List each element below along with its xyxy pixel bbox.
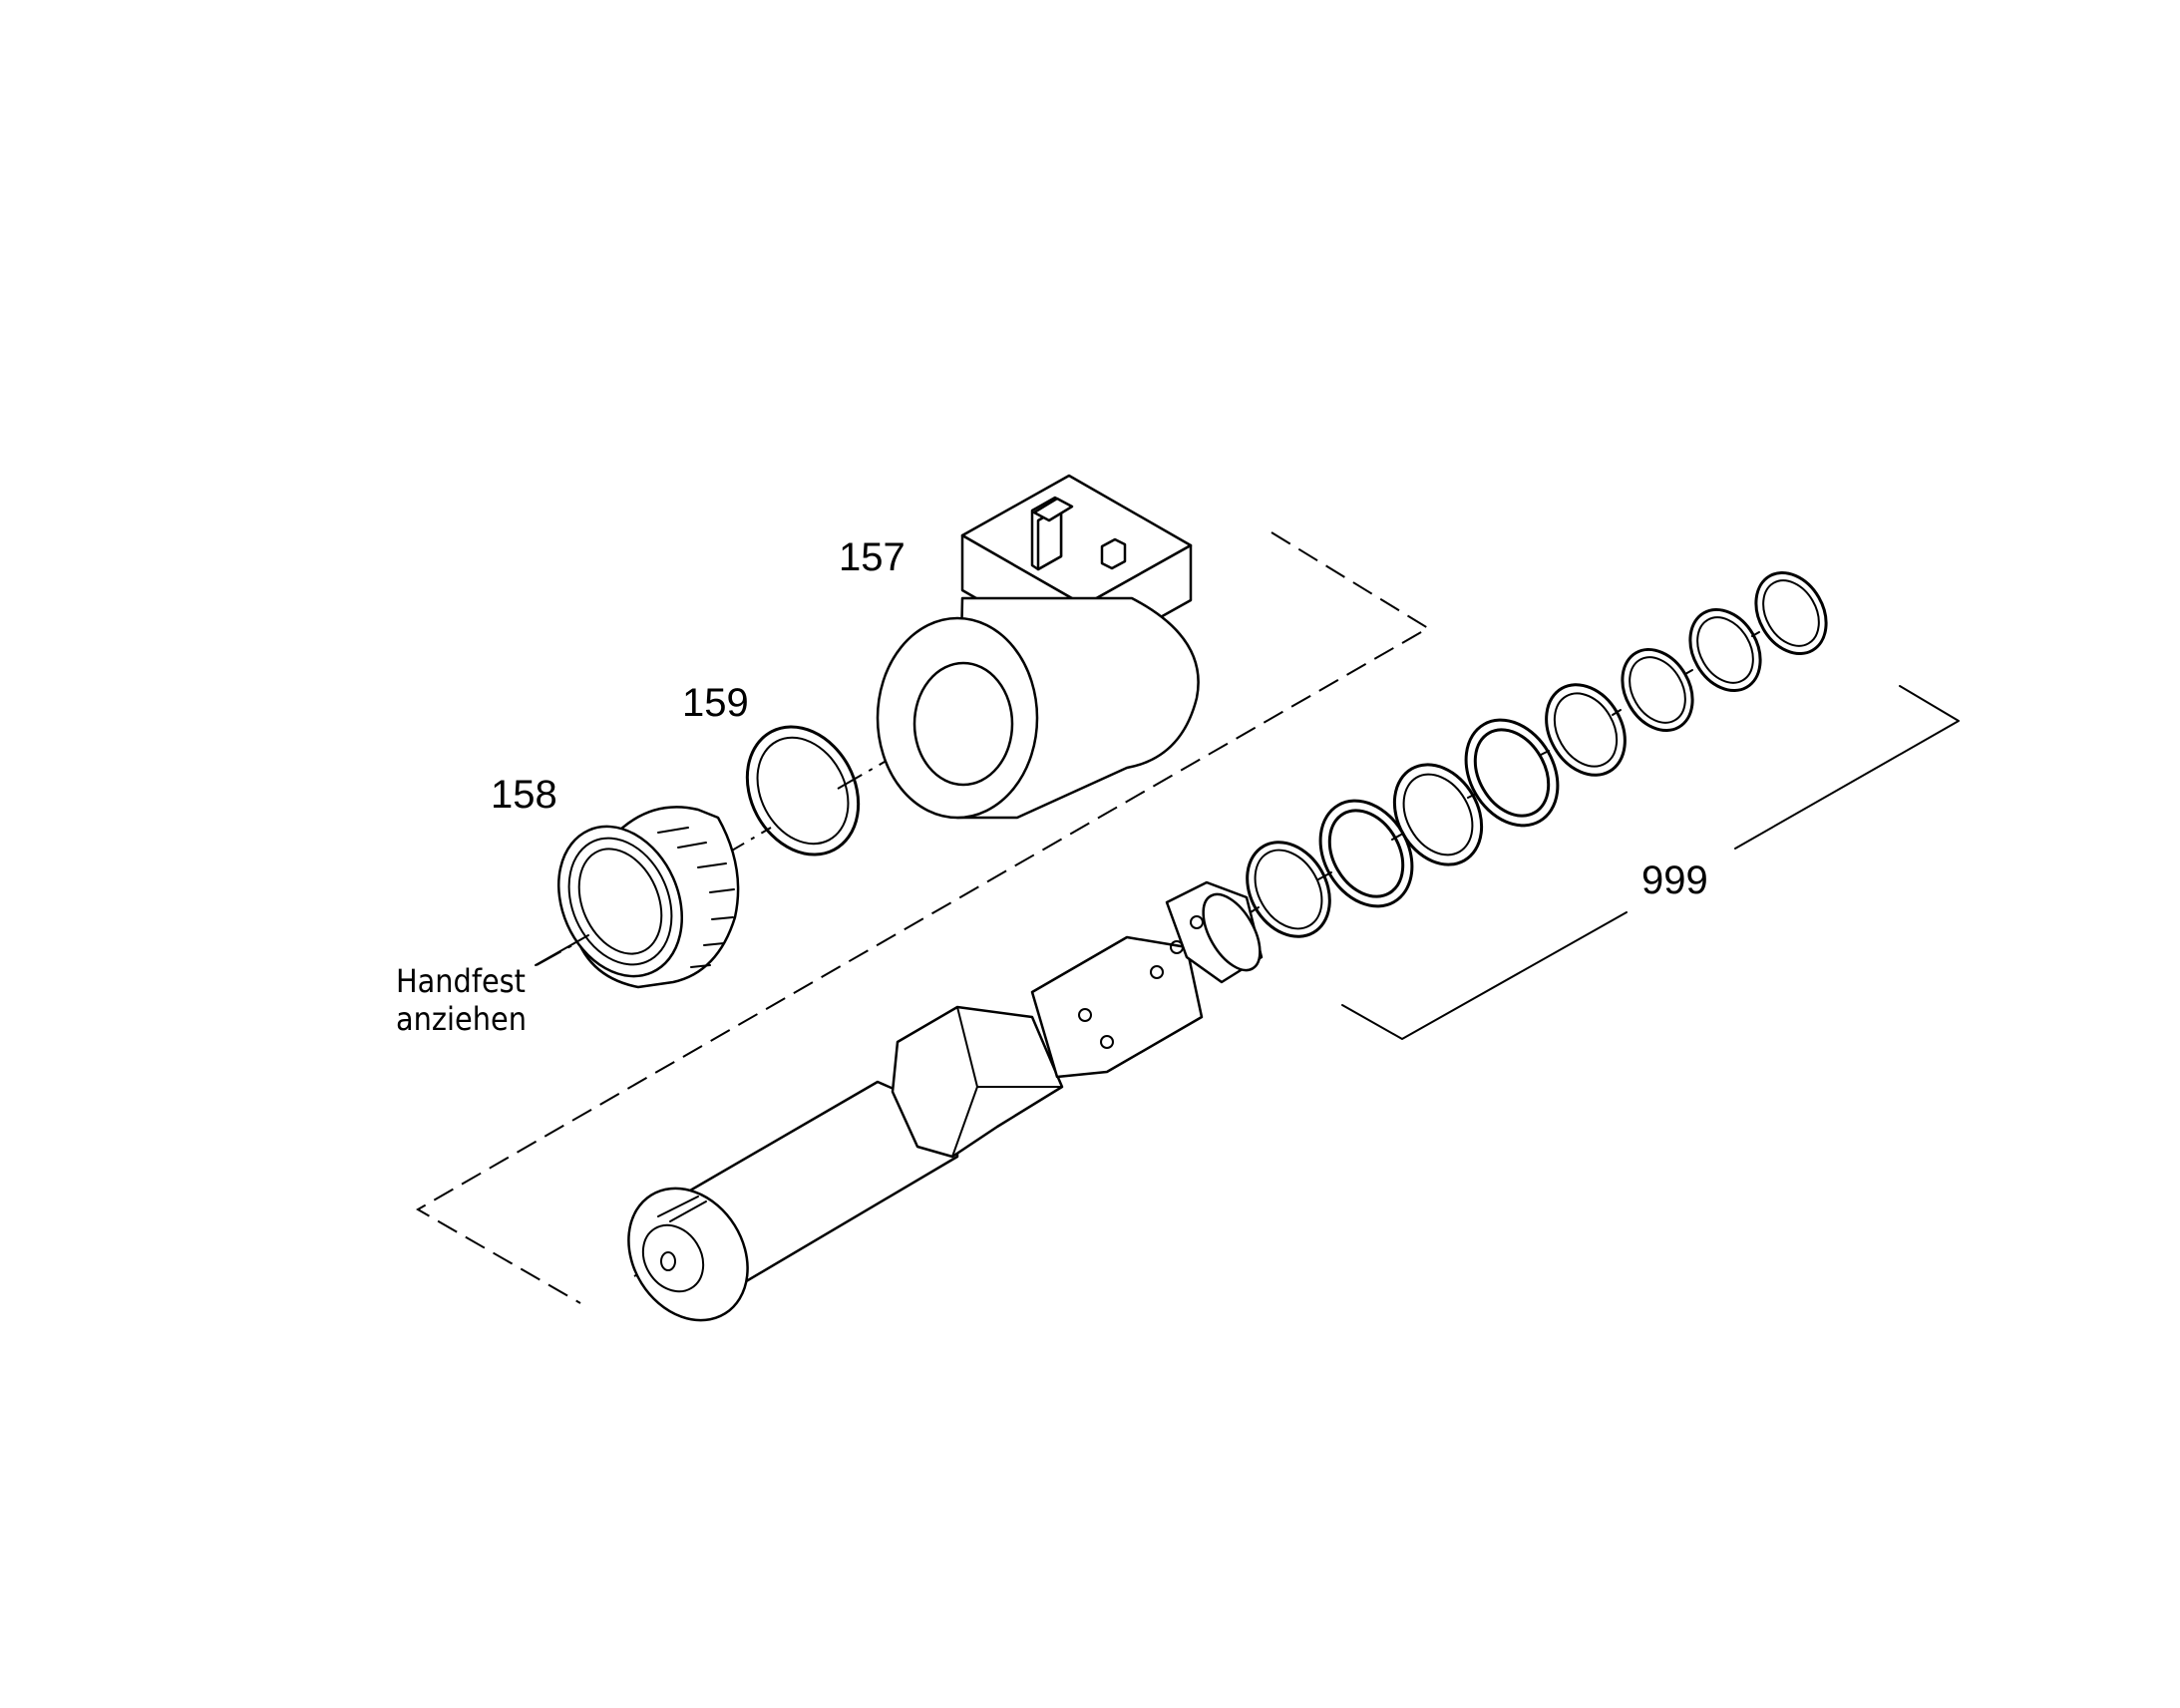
callout-159: 159 [682,681,749,725]
tighten-note-line2: anziehen [396,1000,527,1038]
tighten-note-leader [535,934,589,966]
valve-cartridge [627,880,1264,1322]
coil-157 [876,474,1200,820]
seal-kit-bracket [1341,685,1960,1040]
tighten-note-line1: Handfest [396,962,526,1000]
seal-ring-159 [745,725,861,856]
callout-158: 158 [491,773,557,817]
callout-157: 157 [839,535,906,579]
seal-kit-rings-999 [1246,570,1828,938]
callout-999: 999 [1641,858,1708,902]
assembly-dashed-outline [415,531,1430,1304]
nut-158 [556,806,740,989]
